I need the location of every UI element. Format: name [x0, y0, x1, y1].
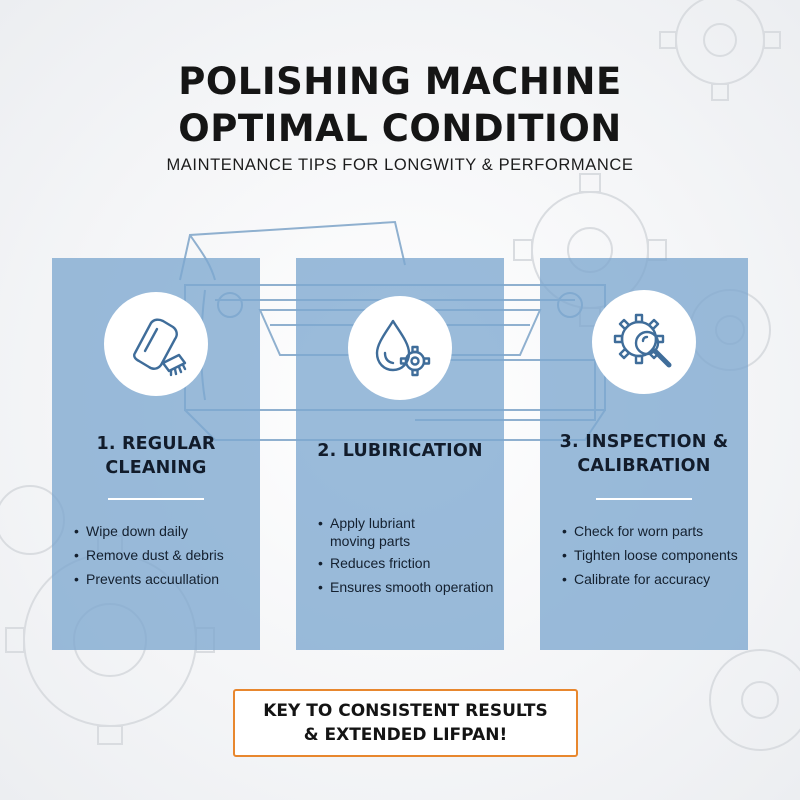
card-title-line-1: 2. LUBIRICATION	[317, 441, 483, 461]
divider	[596, 498, 692, 500]
icon-circle	[592, 290, 696, 394]
card-title-line-2: CLEANING	[105, 458, 207, 478]
list-item: Reduces friction	[318, 554, 496, 572]
card-title: 3. INSPECTION & CALIBRATION	[540, 430, 748, 478]
list-item: Check for worn parts	[562, 522, 740, 540]
card-inspection-calibration: 3. INSPECTION & CALIBRATION Check for wo…	[540, 258, 748, 650]
bullet-list: Apply lubriant moving parts Reduces fric…	[318, 514, 496, 602]
bullet-line-2: moving parts	[330, 533, 411, 549]
footer-text: KEY TO CONSISTENT RESULTS & EXTENDED LIF…	[263, 699, 548, 747]
gear-outline-icon	[709, 649, 800, 751]
list-item: Ensures smooth operation	[318, 578, 496, 596]
page-subtitle: MAINTENANCE TIPS FOR LONGWITY & PERFORMA…	[166, 156, 634, 174]
card-title: 2. LUBIRICATION	[296, 439, 504, 463]
bullet-line-1: Apply lubriant	[330, 515, 415, 531]
footer-line-2: & EXTENDED LIFPAN!	[303, 725, 508, 745]
list-item: Wipe down daily	[74, 522, 252, 540]
title-line-1: POLISHING MACHINE	[178, 60, 622, 103]
list-item: Calibrate for accuracy	[562, 570, 740, 588]
list-item: Prevents accuullation	[74, 570, 252, 588]
card-title: 1. REGULAR CLEANING	[52, 432, 260, 480]
card-title-line-2: CALIBRATION	[577, 456, 711, 476]
card-title-line-1: 1. REGULAR	[96, 434, 216, 454]
title-line-2: OPTIMAL CONDITION	[178, 107, 622, 150]
icon-circle	[348, 296, 452, 400]
list-item: Tighten loose components	[562, 546, 740, 564]
card-regular-cleaning: 1. REGULAR CLEANING Wipe down daily Remo…	[52, 258, 260, 650]
card-lubrication: 2. LUBIRICATION Apply lubriant moving pa…	[296, 258, 504, 650]
list-item: Remove dust & debris	[74, 546, 252, 564]
bullet-list: Check for worn parts Tighten loose compo…	[562, 522, 740, 594]
bullet-list: Wipe down daily Remove dust & debris Pre…	[74, 522, 252, 594]
page-title: POLISHING MACHINE OPTIMAL CONDITION	[0, 58, 800, 152]
card-title-line-1: 3. INSPECTION &	[559, 432, 729, 452]
sponge-brush-icon	[133, 318, 187, 377]
footer-callout: KEY TO CONSISTENT RESULTS & EXTENDED LIF…	[233, 689, 578, 757]
divider	[108, 498, 204, 500]
oil-drop-gear-icon	[375, 319, 431, 377]
icon-circle	[104, 292, 208, 396]
list-item: Apply lubriant moving parts	[318, 514, 496, 550]
gear-magnifier-icon	[613, 313, 672, 368]
footer-line-1: KEY TO CONSISTENT RESULTS	[263, 701, 548, 721]
